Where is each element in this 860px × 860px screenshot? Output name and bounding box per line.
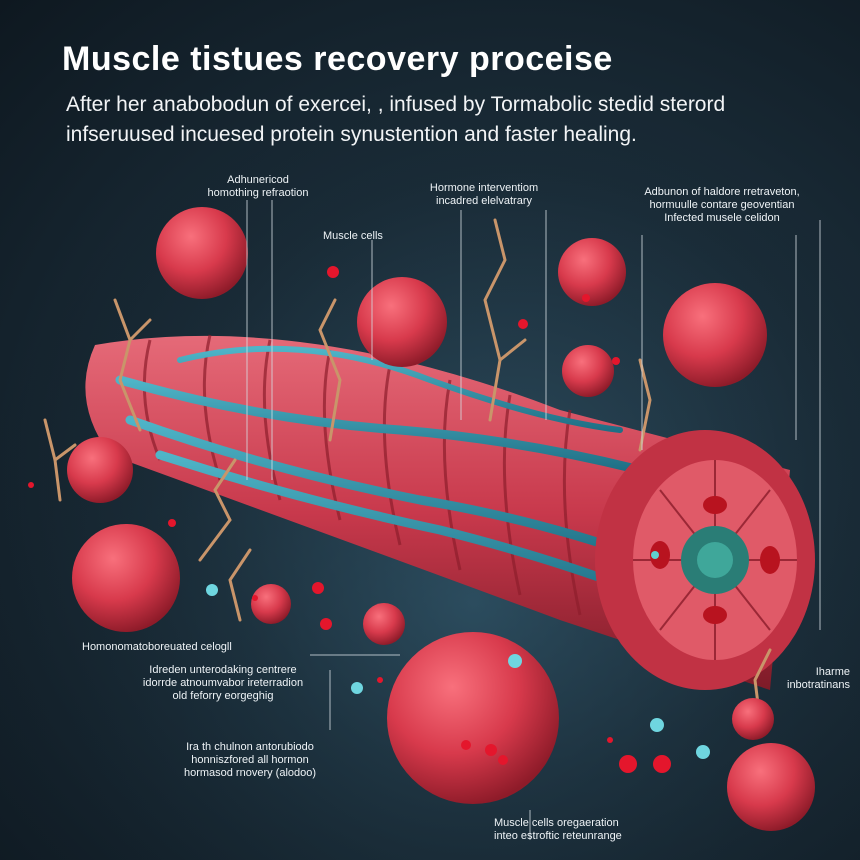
cell bbox=[357, 277, 447, 367]
label-left-bottom: Ira th chulnon antorubiodo honniszfored … bbox=[183, 741, 317, 779]
cell bbox=[387, 632, 559, 804]
cell bbox=[251, 584, 291, 624]
bundle-segments bbox=[142, 334, 582, 616]
label-top-left: Adhunericod homothing refraotion bbox=[207, 174, 309, 199]
label-muscle-cells: Muscle cells bbox=[323, 230, 383, 242]
label-left-lower: Idreden unterodaking centrere idorrde at… bbox=[142, 664, 304, 702]
label-right-hormone: Iharme inbotratinans bbox=[787, 666, 850, 691]
cell bbox=[67, 437, 133, 503]
cell bbox=[558, 238, 626, 306]
muscle-bundle bbox=[85, 334, 815, 690]
label-bottom-center: Muscle cells oregaeration inteo estrofti… bbox=[494, 817, 622, 842]
leader-lines bbox=[246, 200, 821, 840]
cell bbox=[727, 743, 815, 831]
cell bbox=[663, 283, 767, 387]
floating-cells bbox=[67, 207, 815, 831]
nerve-branches bbox=[43, 218, 772, 722]
label-left-mid: Homonomatoboreuated celogll bbox=[82, 641, 232, 653]
cell bbox=[156, 207, 248, 299]
label-top-right: Adbunon of haldore rretraveton, hormuull… bbox=[644, 186, 800, 224]
cell bbox=[72, 524, 180, 632]
particles bbox=[28, 266, 710, 773]
page-subtitle: After her anabobodun of exercei, , infus… bbox=[66, 93, 726, 146]
bundle-fibers bbox=[115, 345, 665, 605]
label-hormone-center: Hormone interventiom incadred elelvatrar… bbox=[429, 182, 539, 207]
bundle-cross-section bbox=[595, 430, 815, 690]
cell bbox=[562, 345, 614, 397]
page-title: Muscle tistues recovery proceise bbox=[62, 40, 613, 78]
cell bbox=[363, 603, 405, 645]
cell bbox=[732, 698, 774, 740]
